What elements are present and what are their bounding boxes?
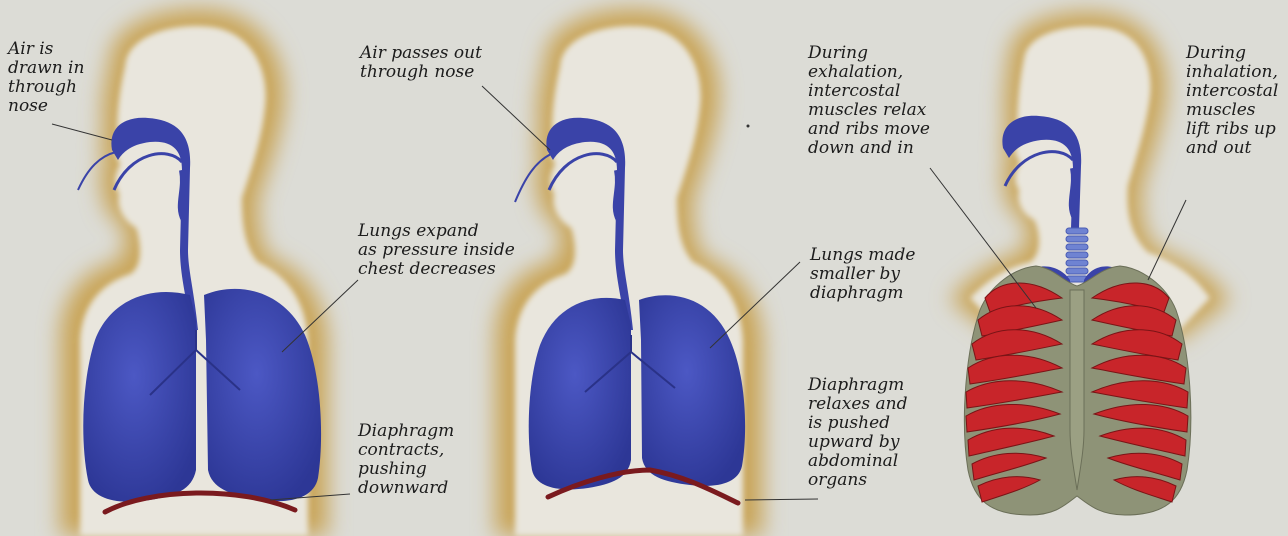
label-air-passes-out: Air passes out through nose (360, 44, 482, 82)
label-inhalation-ribs: During inhalation, intercostal muscles l… (1186, 44, 1278, 158)
figure-exhalation (482, 9, 818, 536)
figure-ribcage (930, 12, 1230, 515)
label-exhalation-ribs: During exhalation, intercostal muscles r… (808, 44, 930, 158)
label-diaphragm-relaxes: Diaphragm relaxes and is pushed upward b… (808, 376, 908, 490)
rib-cage-3 (964, 266, 1190, 515)
label-lungs-expand: Lungs expand as pressure inside chest de… (358, 222, 515, 279)
label-lungs-smaller: Lungs made smaller by diaphragm (810, 246, 915, 303)
label-air-drawn-in: Air is drawn in through nose (8, 40, 84, 116)
speck (747, 125, 750, 128)
trachea-3 (1066, 228, 1088, 282)
label-diaphragm-contracts: Diaphragm contracts, pushing downward (358, 422, 454, 498)
figure-inhalation (52, 9, 358, 536)
